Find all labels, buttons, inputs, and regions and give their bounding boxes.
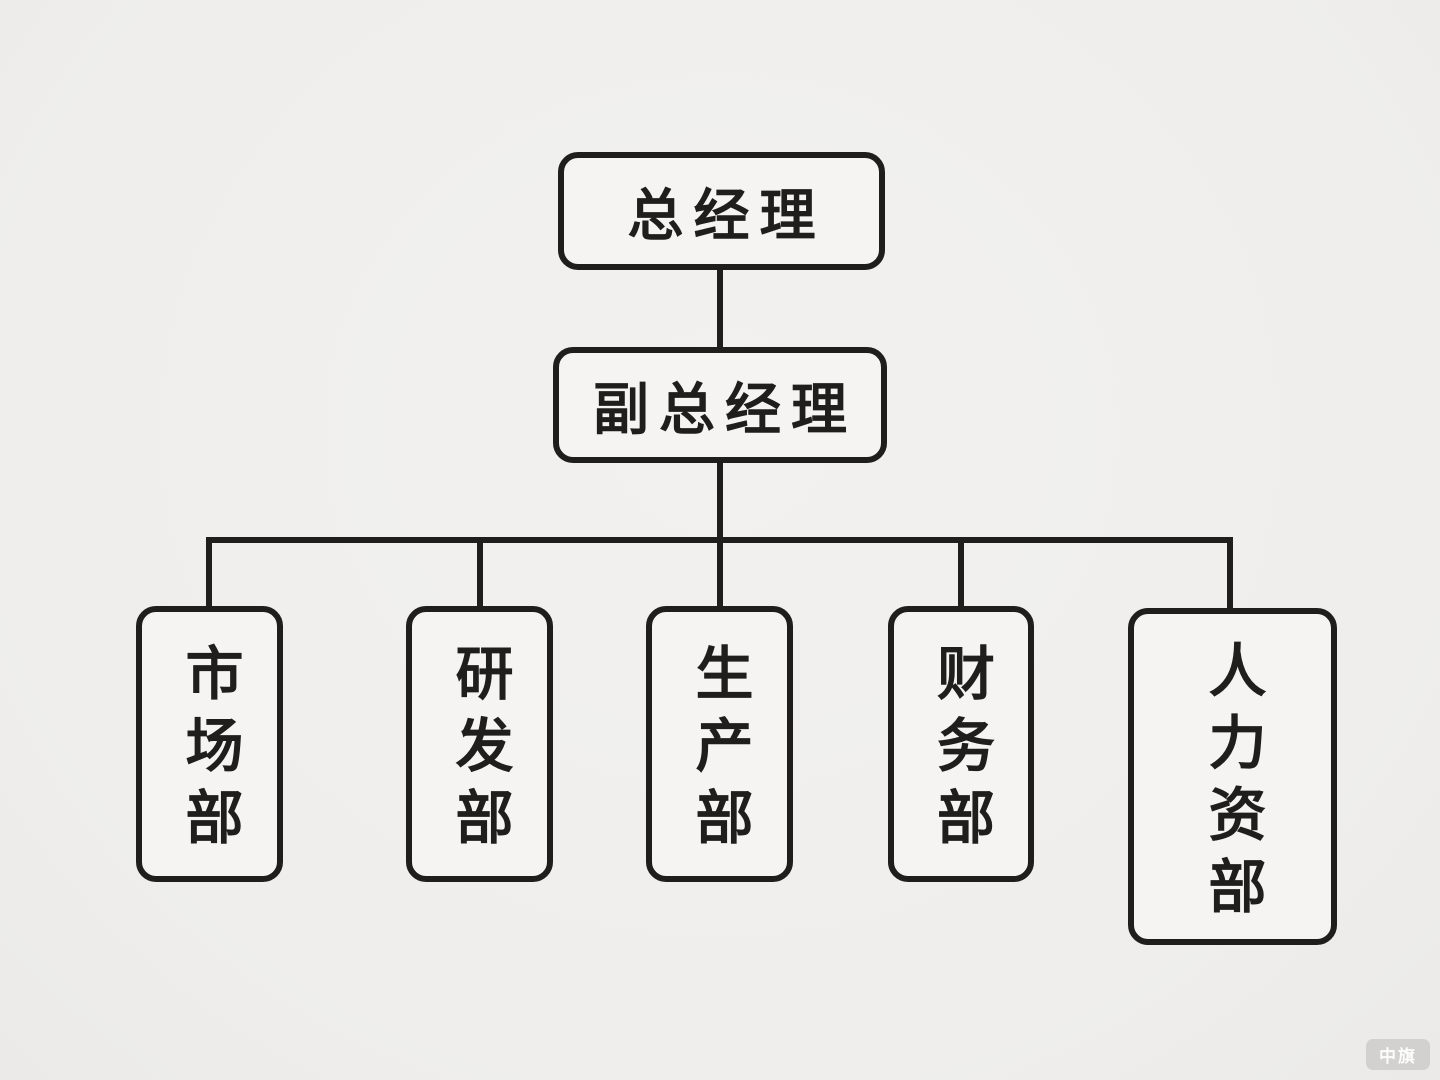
node-general-manager: 总经理 <box>558 152 885 270</box>
connector-drop-hr <box>1227 537 1233 610</box>
node-dept-production-label: 生产部 <box>685 643 754 859</box>
node-general-manager-label: 总经理 <box>627 183 826 249</box>
connector-drop-production <box>717 537 723 608</box>
node-deputy-general-manager-label: 副总经理 <box>593 377 857 443</box>
node-dept-production: 生产部 <box>646 606 793 882</box>
node-deputy-general-manager: 副总经理 <box>553 347 887 463</box>
connector-dgm-to-bus <box>717 459 723 540</box>
node-dept-human-resources-label: 人力资部 <box>1198 639 1267 928</box>
node-dept-rnd-label: 研发部 <box>445 643 514 859</box>
node-dept-finance-label: 财务部 <box>927 643 995 859</box>
node-dept-marketing: 市场部 <box>136 606 283 882</box>
connector-drop-rnd <box>477 537 483 608</box>
node-dept-finance: 财务部 <box>888 606 1034 882</box>
watermark-badge: 中旗 <box>1366 1039 1430 1070</box>
connector-drop-marketing <box>206 537 212 608</box>
node-dept-marketing-label: 市场部 <box>175 643 244 859</box>
watermark-label: 中旗 <box>1379 1047 1417 1067</box>
connector-drop-finance <box>958 537 964 608</box>
connector-gm-to-dgm <box>717 266 723 350</box>
node-dept-human-resources: 人力资部 <box>1128 608 1337 945</box>
node-dept-rnd: 研发部 <box>406 606 553 882</box>
